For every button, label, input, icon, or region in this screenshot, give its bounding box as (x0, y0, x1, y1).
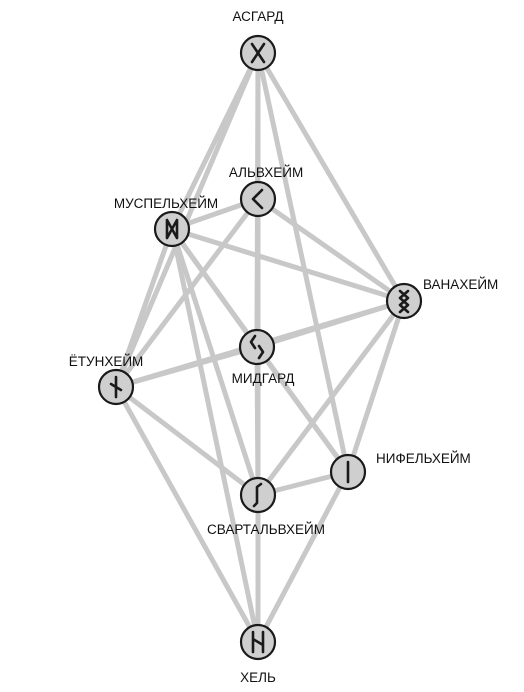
node-label: АСГАРД (232, 9, 283, 24)
node-label: ВАНАХЕЙМ (423, 277, 498, 292)
edge-muspelheim-vanaheim (169, 226, 407, 304)
eihwaz-rune-icon (252, 482, 263, 508)
ingwaz-rune-icon (398, 289, 410, 314)
edge-vanaheim-svartalfheim (255, 298, 407, 498)
gebo-rune-icon (250, 42, 266, 64)
node-label: НИФЕЛЬХЕЙМ (376, 451, 471, 466)
node-niflheim: НИФЕЛЬХЕЙМ (329, 451, 471, 491)
edge-jotunheim-hel (113, 384, 261, 645)
edge-muspelheim-jotunheim (113, 226, 175, 390)
node-label: МУСПЕЛЬХЕЙМ (114, 196, 218, 211)
node-asgard: АСГАРД (232, 9, 284, 72)
edge-alfheim-vanaheim (255, 196, 407, 304)
node-muspelheim: МУСПЕЛЬХЕЙМ (114, 196, 218, 248)
hagalaz-rune-icon (251, 630, 265, 654)
edge-niflheim-hel (255, 469, 351, 645)
node-jotunheim: ЁТУНХЕЙМ (69, 354, 144, 406)
node-hel: ХЕЛЬ (239, 623, 277, 685)
edge-asgard-niflheim (255, 50, 351, 475)
node-svartalfheim: СВАРТАЛЬВХЕЙМ (207, 476, 325, 537)
edge-midgard-jotunheim (113, 344, 260, 390)
node-label: АЛЬВХЕЙМ (229, 165, 303, 180)
node-circle (238, 328, 276, 366)
node-midgard: МИДГАРД (232, 328, 295, 386)
edge-jotunheim-svartalfheim (113, 384, 261, 498)
dagaz-rune-icon (165, 218, 179, 240)
edge-midgard-svartalfheim (254, 344, 261, 498)
node-label: МИДГАРД (232, 371, 295, 386)
kenaz-rune-icon (251, 188, 264, 210)
node-circle (239, 180, 277, 218)
nauthiz-rune-icon (109, 375, 123, 399)
node-vanaheim: ВАНАХЕЙМ (385, 277, 498, 320)
edge-midgard-niflheim (254, 344, 351, 475)
node-label: СВАРТАЛЬВХЕЙМ (207, 522, 325, 537)
edges-layer (113, 50, 407, 645)
edge-vanaheim-niflheim (345, 298, 407, 475)
edge-muspelheim-hel (169, 226, 261, 645)
edge-muspelheim-svartalfheim (169, 226, 261, 498)
edge-asgard-vanaheim (255, 50, 407, 304)
node-label: ХЕЛЬ (240, 670, 276, 685)
jera-rune-icon (249, 334, 265, 360)
node-alfheim: АЛЬВХЕЙМ (229, 165, 303, 218)
node-label: ЁТУНХЕЙМ (69, 354, 144, 369)
